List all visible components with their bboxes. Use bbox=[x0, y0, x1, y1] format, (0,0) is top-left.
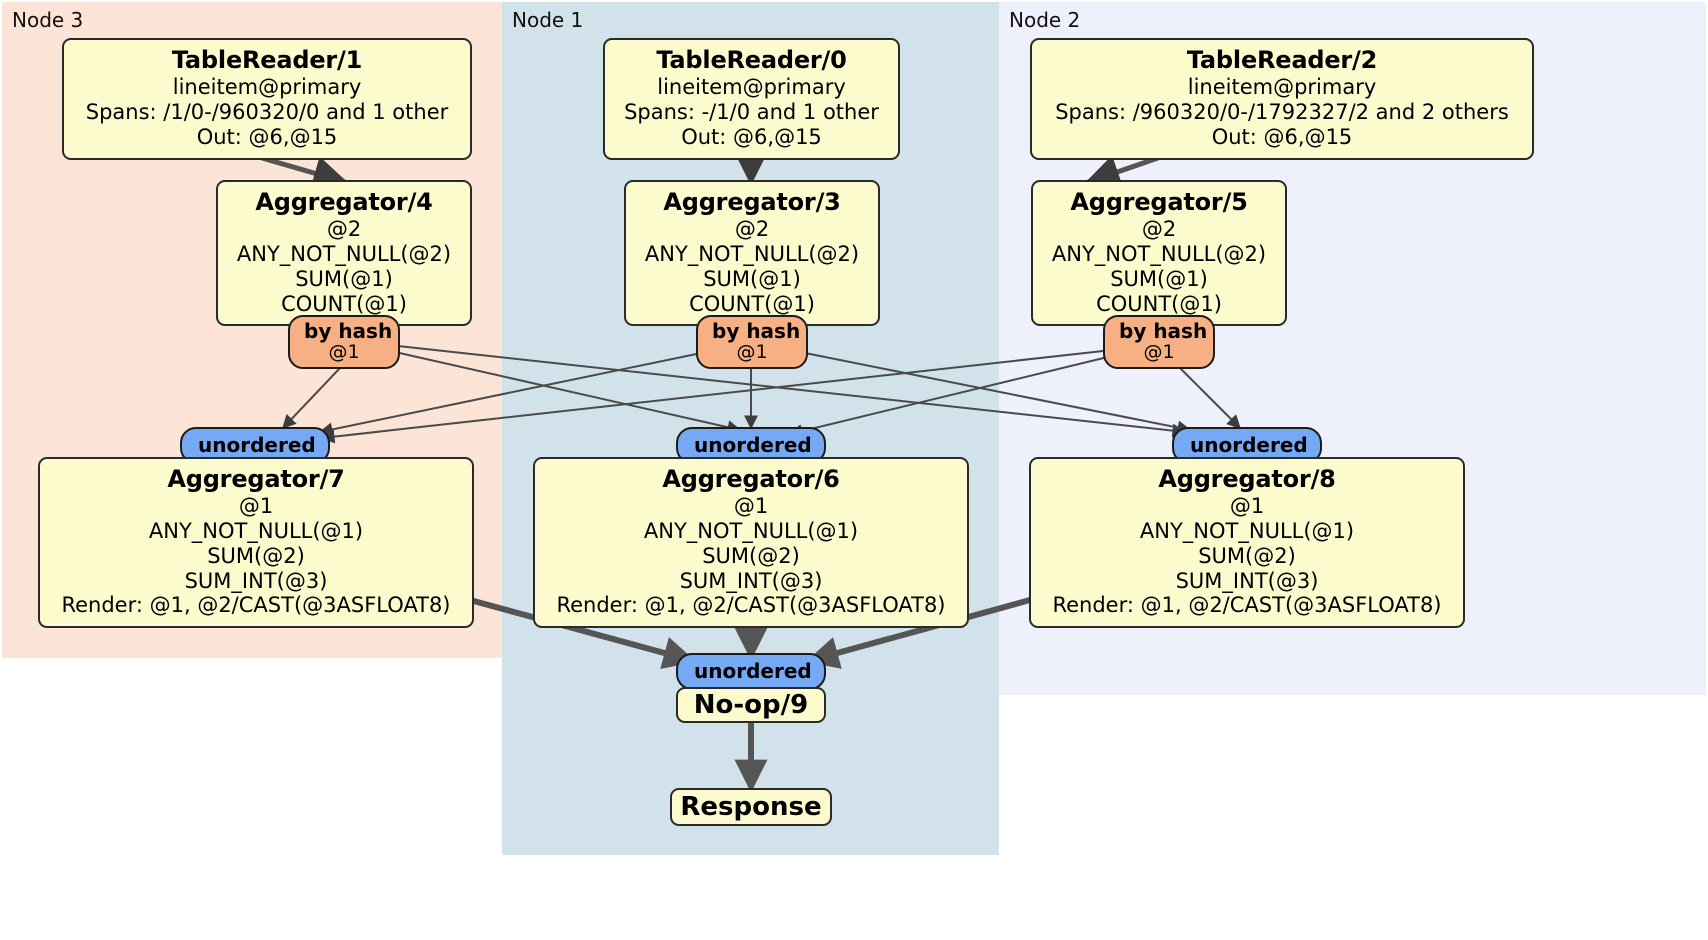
processor-line: Out: @6,@15 bbox=[196, 124, 338, 149]
hash-router-label: by hash bbox=[712, 319, 801, 343]
processor-line: Render: @1, @2/CAST(@3ASFLOAT8) bbox=[1052, 593, 1442, 618]
processor-line: lineitem@primary bbox=[657, 75, 846, 100]
processor-line: ANY_NOT_NULL(@2) bbox=[644, 242, 860, 267]
processor-line: lineitem@primary bbox=[172, 75, 362, 100]
processor-line: COUNT(@1) bbox=[689, 291, 815, 316]
processor-line: SUM_INT(@3) bbox=[679, 568, 823, 593]
processor-noop-9[interactable]: No-op/9 bbox=[676, 687, 826, 723]
processor-aggregator-8[interactable]: Aggregator/8 @1 ANY_NOT_NULL(@1) SUM(@2)… bbox=[1029, 457, 1465, 629]
processor-line: @2 bbox=[326, 217, 362, 242]
node-label-node1: Node 1 bbox=[512, 8, 584, 32]
processor-title: TableReader/2 bbox=[1186, 46, 1378, 74]
processor-line: SUM(@2) bbox=[702, 543, 800, 568]
processor-aggregator-5[interactable]: Aggregator/5 @2 ANY_NOT_NULL(@2) SUM(@1)… bbox=[1031, 180, 1287, 327]
processor-line: @2 bbox=[734, 217, 770, 242]
processor-title: Aggregator/5 bbox=[1070, 188, 1248, 216]
processor-line: COUNT(@1) bbox=[281, 291, 407, 316]
processor-response[interactable]: Response bbox=[670, 788, 832, 826]
processor-aggregator-4[interactable]: Aggregator/4 @2 ANY_NOT_NULL(@2) SUM(@1)… bbox=[216, 180, 472, 327]
processor-title: Aggregator/3 bbox=[663, 188, 841, 216]
processor-title: Aggregator/7 bbox=[167, 465, 345, 493]
processor-aggregator-7[interactable]: Aggregator/7 @1 ANY_NOT_NULL(@1) SUM(@2)… bbox=[38, 457, 474, 629]
hash-router-badge-center[interactable]: by hash @1 bbox=[696, 315, 808, 369]
processor-line: @1 bbox=[1229, 494, 1265, 519]
processor-title: Aggregator/4 bbox=[255, 188, 433, 216]
processor-line: SUM_INT(@3) bbox=[1175, 568, 1319, 593]
processor-line: SUM(@2) bbox=[207, 543, 305, 568]
processor-title: TableReader/1 bbox=[171, 46, 363, 74]
processor-line: SUM(@1) bbox=[703, 266, 801, 291]
unordered-synchronizer-final[interactable]: unordered bbox=[676, 653, 826, 690]
processor-title: Aggregator/6 bbox=[662, 465, 840, 493]
node-label-node3: Node 3 bbox=[12, 8, 84, 32]
processor-line: SUM(@2) bbox=[1198, 543, 1296, 568]
node-label-node2: Node 2 bbox=[1009, 8, 1081, 32]
processor-line: @1 bbox=[238, 494, 274, 519]
processor-line: ANY_NOT_NULL(@2) bbox=[236, 242, 452, 267]
processor-line: Out: @6,@15 bbox=[681, 124, 822, 149]
hash-router-badge-right[interactable]: by hash @1 bbox=[1103, 315, 1215, 369]
processor-line: @1 bbox=[733, 494, 769, 519]
processor-aggregator-6[interactable]: Aggregator/6 @1 ANY_NOT_NULL(@1) SUM(@2)… bbox=[533, 457, 969, 629]
processor-line: lineitem@primary bbox=[1187, 75, 1377, 100]
processor-line: SUM(@1) bbox=[295, 266, 393, 291]
processor-title: Aggregator/8 bbox=[1158, 465, 1336, 493]
processor-line: Out: @6,@15 bbox=[1211, 124, 1353, 149]
hash-router-label: by hash bbox=[304, 319, 393, 343]
hash-router-column: @1 bbox=[328, 341, 360, 363]
hash-router-column: @1 bbox=[736, 341, 768, 363]
hash-router-column: @1 bbox=[1143, 341, 1175, 363]
processor-aggregator-3[interactable]: Aggregator/3 @2 ANY_NOT_NULL(@2) SUM(@1)… bbox=[624, 180, 880, 327]
processor-line: COUNT(@1) bbox=[1096, 291, 1222, 316]
processor-line: ANY_NOT_NULL(@2) bbox=[1051, 242, 1267, 267]
hash-router-label: by hash bbox=[1119, 319, 1208, 343]
processor-line: ANY_NOT_NULL(@1) bbox=[1139, 519, 1355, 544]
processor-table-reader-2[interactable]: TableReader/2 lineitem@primary Spans: /9… bbox=[1030, 38, 1534, 160]
hash-router-badge-left[interactable]: by hash @1 bbox=[288, 315, 400, 369]
processor-line: @2 bbox=[1141, 217, 1177, 242]
processor-table-reader-0[interactable]: TableReader/0 lineitem@primary Spans: -/… bbox=[603, 38, 900, 160]
processor-line: ANY_NOT_NULL(@1) bbox=[643, 519, 859, 544]
processor-line: SUM_INT(@3) bbox=[184, 568, 328, 593]
processor-title: TableReader/0 bbox=[656, 46, 847, 74]
processor-line: Spans: /960320/0-/1792327/2 and 2 others bbox=[1055, 100, 1509, 125]
processor-line: SUM(@1) bbox=[1110, 266, 1208, 291]
processor-line: Spans: -/1/0 and 1 other bbox=[624, 100, 879, 125]
processor-line: Render: @1, @2/CAST(@3ASFLOAT8) bbox=[61, 593, 451, 618]
processor-line: Render: @1, @2/CAST(@3ASFLOAT8) bbox=[556, 593, 946, 618]
processor-table-reader-1[interactable]: TableReader/1 lineitem@primary Spans: /1… bbox=[62, 38, 472, 160]
processor-line: Spans: /1/0-/960320/0 and 1 other bbox=[85, 100, 449, 125]
processor-line: ANY_NOT_NULL(@1) bbox=[148, 519, 364, 544]
